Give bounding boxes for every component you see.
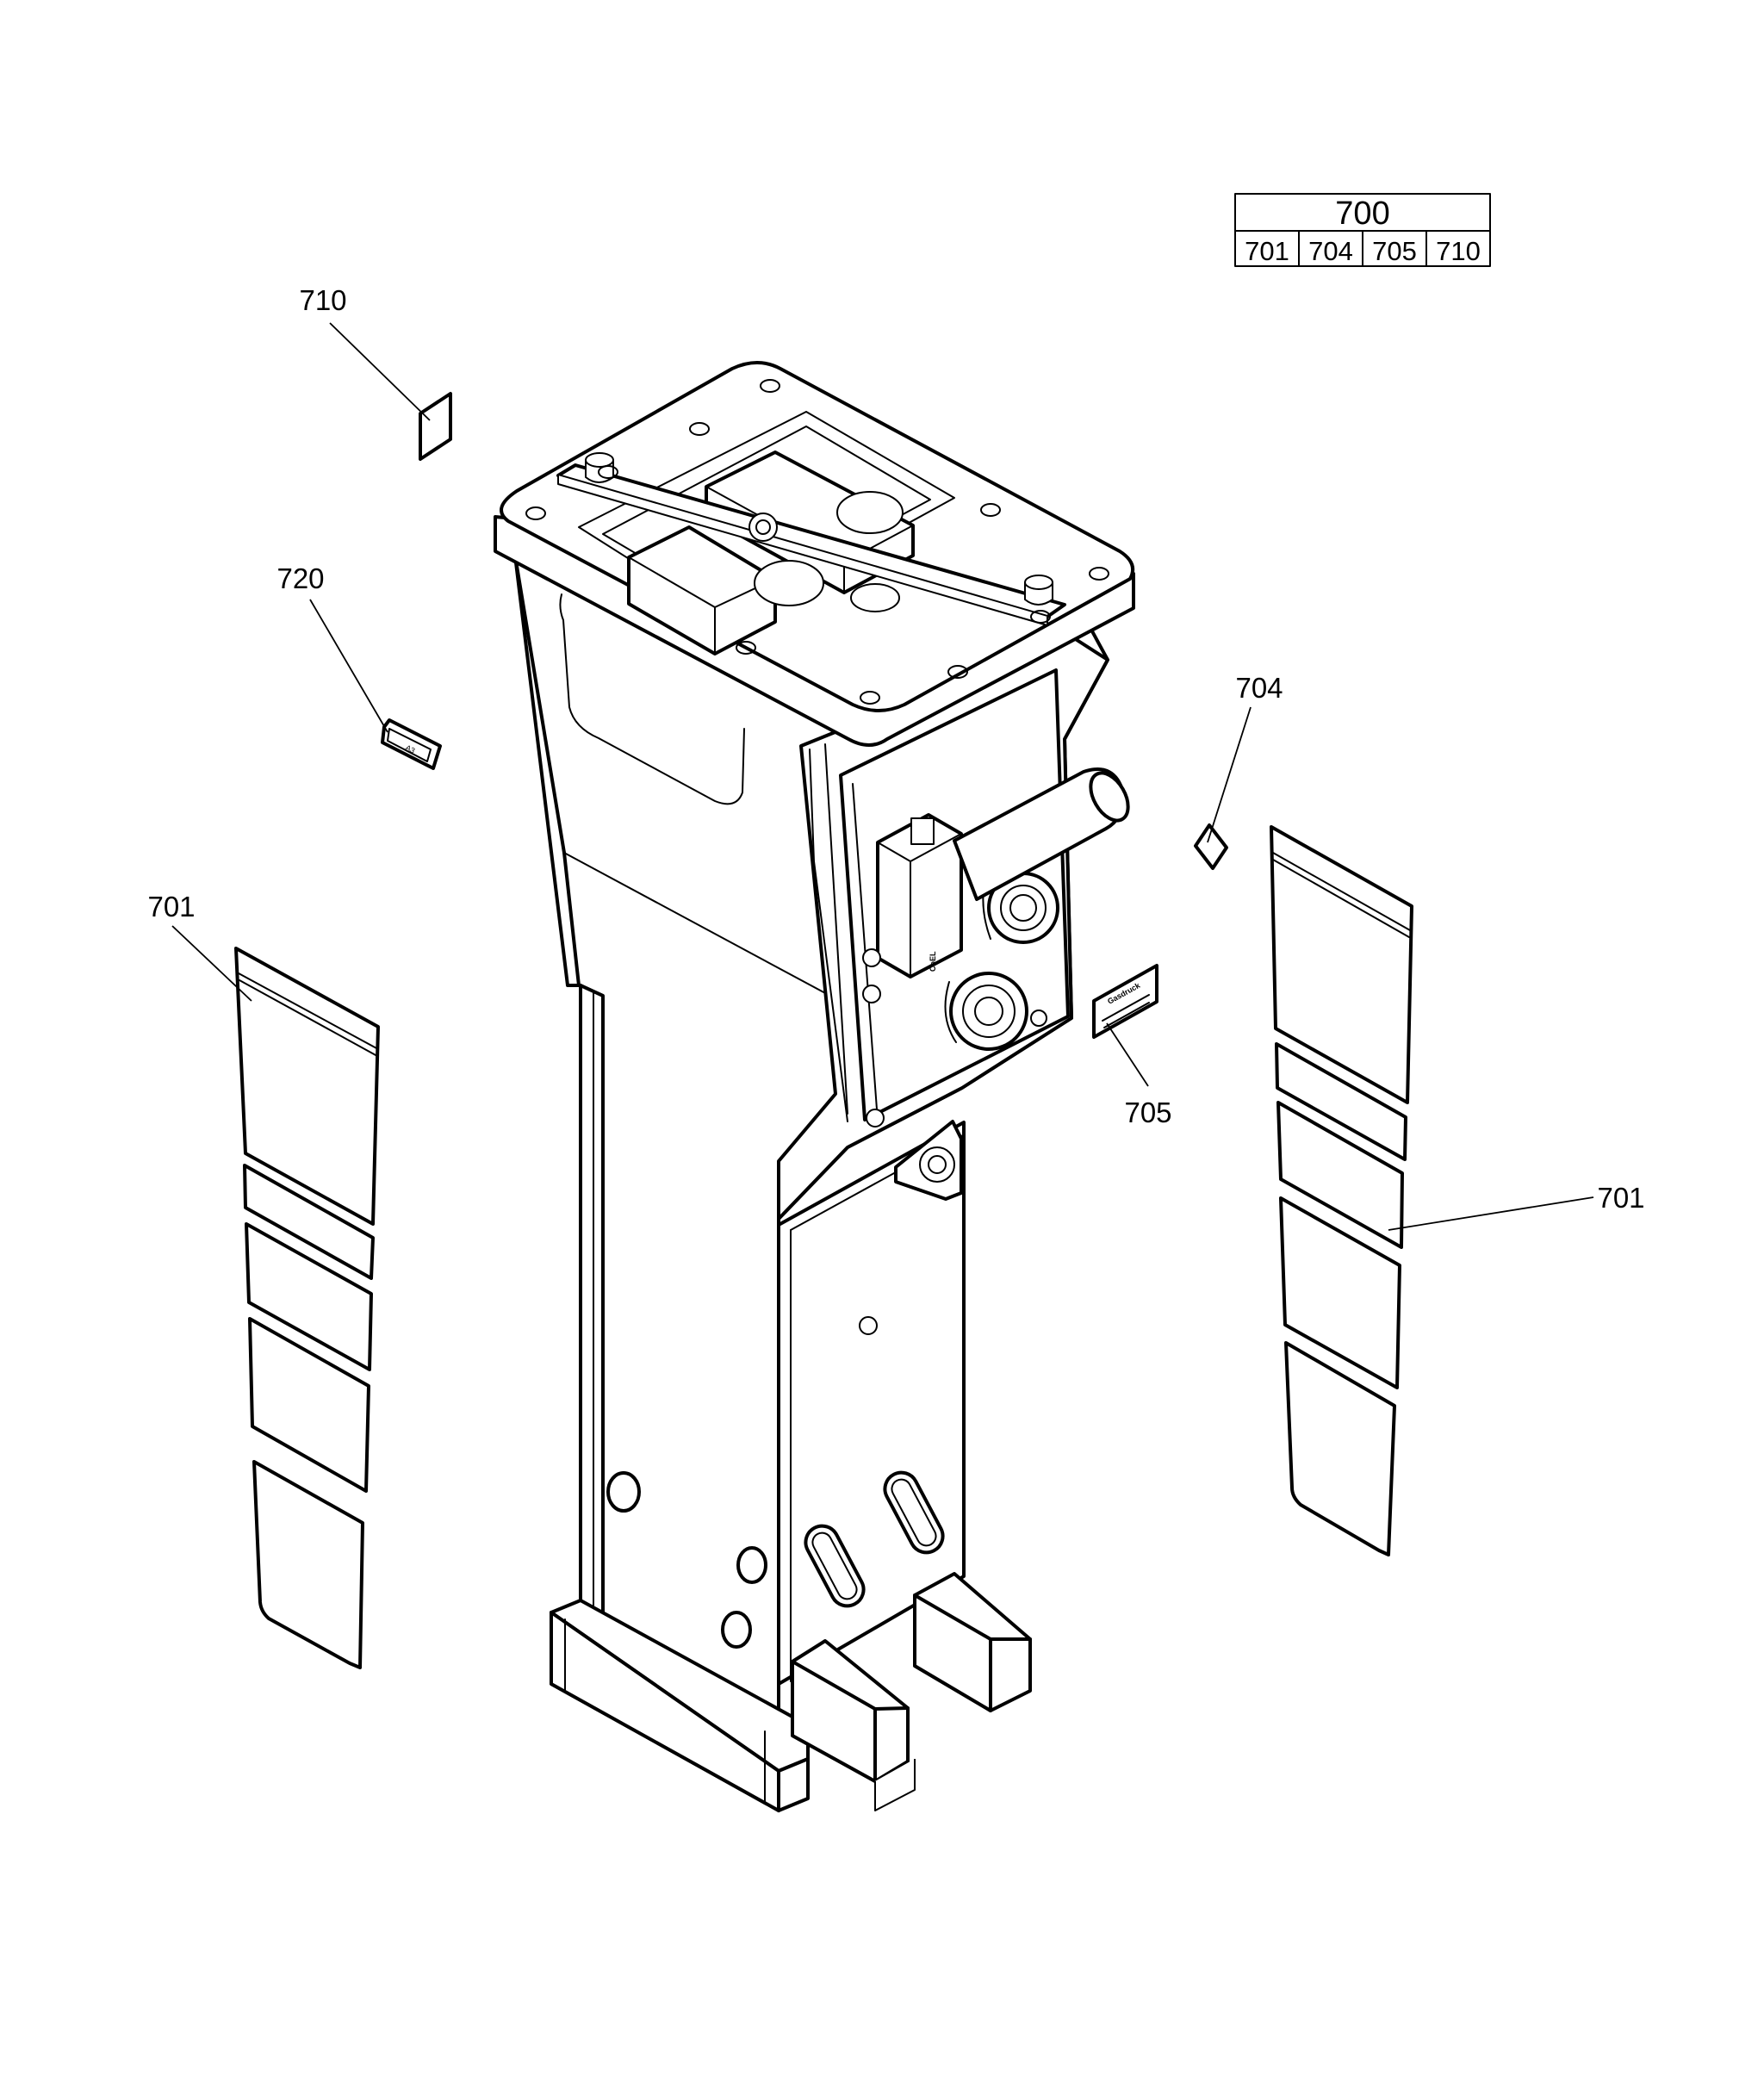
decal-710 xyxy=(419,392,452,461)
callout-701-left: 701 xyxy=(147,891,195,923)
top-flange xyxy=(494,361,1135,747)
breaker-head: CoEL xyxy=(777,635,1130,1221)
callout-720: 720 xyxy=(276,562,324,594)
leader-lines xyxy=(171,322,1594,1231)
decal-704 xyxy=(1194,823,1228,870)
callout-710: 710 xyxy=(299,284,346,316)
svg-text:A3: A3 xyxy=(404,743,416,755)
parts-table-item: 710 xyxy=(1436,236,1481,266)
callout-701-right: 701 xyxy=(1597,1182,1644,1214)
decal-701-left xyxy=(234,947,380,1669)
parts-table-item: 701 xyxy=(1245,236,1289,266)
parts-table-group: 700 xyxy=(1335,196,1389,232)
parts-table-item: 704 xyxy=(1308,236,1353,266)
parts-table-item: 705 xyxy=(1372,236,1417,266)
decal-701-right xyxy=(1270,825,1413,1556)
callout-704: 704 xyxy=(1235,672,1283,704)
decal-705: Gasdruck xyxy=(1092,964,1158,1039)
callout-labels: 710 720 704 701 705 701 xyxy=(147,284,1644,1214)
callout-705: 705 xyxy=(1124,1097,1171,1128)
parts-table: 700 701 704 705 710 xyxy=(1234,193,1491,267)
decal-720: A3 xyxy=(381,718,442,770)
valve-brand-label: CoEL xyxy=(929,951,937,972)
